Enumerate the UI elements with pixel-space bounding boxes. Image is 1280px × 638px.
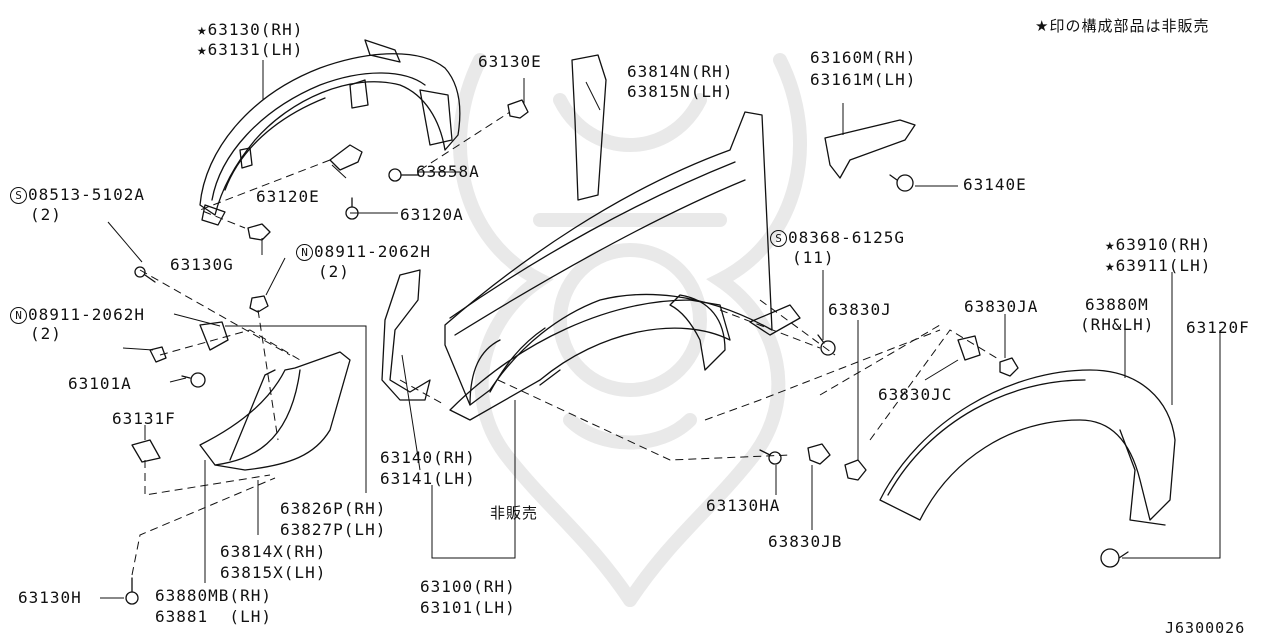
label-63161M-lh: 63161M(LH) bbox=[810, 70, 917, 89]
clip-63120F bbox=[1100, 548, 1129, 568]
screw-63120A bbox=[345, 197, 359, 220]
clip-63140E bbox=[889, 174, 914, 192]
label-08513-qty: (2) bbox=[30, 205, 62, 224]
label-63131-lh: ★63131(LH) bbox=[197, 40, 304, 59]
label-08368-text: 08368-6125G bbox=[788, 228, 905, 247]
nut-08911-b bbox=[149, 346, 167, 363]
clip-63130G bbox=[247, 223, 271, 241]
label-63827P-lh: 63827P(LH) bbox=[280, 520, 387, 539]
label-08911-b-text: 08911-2062H bbox=[28, 305, 145, 324]
label-63826P-rh: 63826P(RH) bbox=[280, 499, 387, 518]
label-not-sold: 非販売 bbox=[490, 504, 539, 522]
label-08368-qty: (11) bbox=[792, 248, 835, 267]
wheel-arch-flare-illustration bbox=[879, 369, 1176, 526]
nut-symbol-icon: N bbox=[296, 244, 313, 261]
label-63100-rh: 63100(RH) bbox=[420, 577, 516, 596]
diagram-id: J6300026 bbox=[1165, 619, 1246, 637]
clip-63101A bbox=[181, 372, 206, 388]
label-63830JA: 63830JA bbox=[964, 297, 1039, 316]
label-08911-a-qty: (2) bbox=[318, 262, 350, 281]
bracket-63120E bbox=[329, 144, 363, 171]
label-63814X-rh: 63814X(RH) bbox=[220, 542, 327, 561]
label-63130G: 63130G bbox=[170, 255, 234, 274]
label-63120E: 63120E bbox=[256, 187, 320, 206]
screw-08513 bbox=[134, 266, 156, 283]
fender-bracket-63140 bbox=[381, 269, 431, 401]
label-63880M: 63880M bbox=[1085, 295, 1149, 314]
label-63130HA: 63130HA bbox=[706, 496, 781, 515]
label-63130H: 63130H bbox=[18, 588, 82, 607]
label-63131F: 63131F bbox=[112, 409, 176, 428]
bracket-08368 bbox=[749, 304, 801, 336]
screw-63858A bbox=[388, 168, 419, 182]
clip-63830J bbox=[844, 459, 867, 481]
label-63880MB-rh: 63880MB(RH) bbox=[155, 586, 272, 605]
label-63101A: 63101A bbox=[68, 374, 132, 393]
label-63120A: 63120A bbox=[400, 205, 464, 224]
legend-note: ★印の構成部品は非販売 bbox=[1035, 17, 1210, 35]
label-63858A: 63858A bbox=[416, 162, 480, 181]
label-63830JB: 63830JB bbox=[768, 532, 843, 551]
nut-symbol-icon: N bbox=[10, 307, 27, 324]
front-splash-shield-illustration bbox=[199, 39, 461, 226]
clip-63131F bbox=[131, 439, 161, 463]
label-63120F: 63120F bbox=[1186, 318, 1250, 337]
clip-63830JC bbox=[957, 335, 981, 361]
fender-liner-illustration bbox=[449, 294, 731, 421]
watermark-emblem bbox=[453, 53, 807, 607]
label-63130E: 63130E bbox=[478, 52, 542, 71]
molding-63160M bbox=[824, 119, 916, 179]
mud-guard-63814X-illustration bbox=[199, 351, 351, 471]
front-fender-illustration bbox=[444, 111, 773, 406]
bracket-small bbox=[199, 321, 229, 351]
label-63140-rh: 63140(RH) bbox=[380, 448, 476, 467]
clip-63830JA bbox=[999, 357, 1019, 377]
label-63910-rh: ★63910(RH) bbox=[1105, 235, 1212, 254]
label-63880M-side: (RH&LH) bbox=[1080, 315, 1155, 334]
label-63814N-rh: 63814N(RH) bbox=[627, 62, 734, 81]
screw-63130HA bbox=[759, 449, 782, 465]
screw-symbol-icon: S bbox=[10, 187, 27, 204]
clip-63830JB bbox=[807, 443, 831, 465]
label-63141-lh: 63141(LH) bbox=[380, 469, 476, 488]
label-08911-a-text: 08911-2062H bbox=[314, 242, 431, 261]
label-63830J: 63830J bbox=[828, 300, 892, 319]
clip-63130E bbox=[507, 99, 529, 119]
label-63830JC: 63830JC bbox=[878, 385, 953, 404]
label-08513-text: 08513-5102A bbox=[28, 185, 145, 204]
label-08911-b-qty: (2) bbox=[30, 324, 62, 343]
label-63140E: 63140E bbox=[963, 175, 1027, 194]
label-63815X-lh: 63815X(LH) bbox=[220, 563, 327, 582]
nut-08911-a bbox=[249, 295, 269, 313]
label-63815N-lh: 63815N(LH) bbox=[627, 82, 734, 101]
label-63130-rh: ★63130(RH) bbox=[197, 20, 304, 39]
screw-symbol-icon: S bbox=[770, 230, 787, 247]
label-63101-lh: 63101(LH) bbox=[420, 598, 516, 617]
fender-seal-63814N bbox=[571, 54, 607, 201]
screw-08368 bbox=[817, 334, 836, 356]
label-63881-lh: 63881 (LH) bbox=[155, 607, 272, 626]
screw-63130H bbox=[125, 577, 139, 605]
label-63911-lh: ★63911(LH) bbox=[1105, 256, 1212, 275]
label-63160M-rh: 63160M(RH) bbox=[810, 48, 917, 67]
